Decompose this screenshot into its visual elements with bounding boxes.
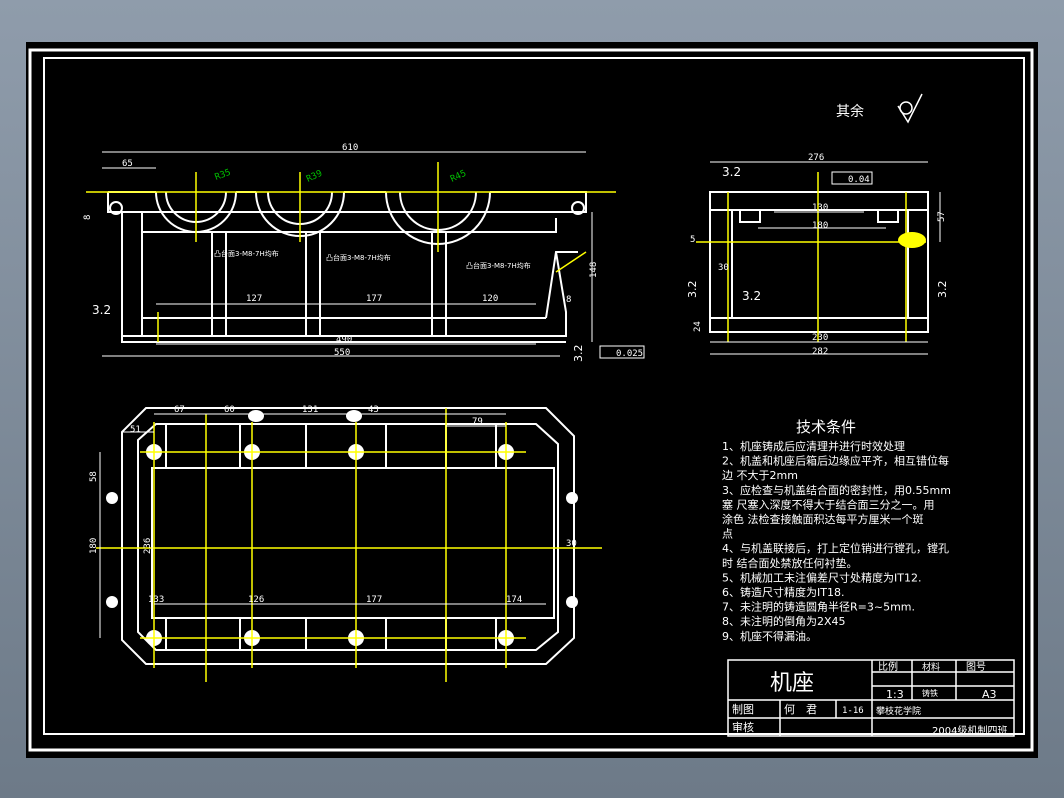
dim-span1: 127: [246, 294, 262, 304]
dim-side-bottom1: 230: [812, 333, 828, 343]
side-dim-lines: [710, 161, 941, 355]
cad-viewport[interactable]: 其余: [26, 42, 1038, 758]
material-label: 材料: [922, 661, 940, 673]
part-title: 机座: [770, 671, 814, 696]
roughness-side-4: 3.2: [936, 281, 949, 299]
dim-left-offset: 65: [122, 159, 133, 169]
drawn-by-name: 何 君: [784, 703, 817, 716]
reviewed-by-label: 审核: [732, 720, 754, 734]
note-boss-2: 凸台面3-M8-7H均布: [326, 253, 391, 262]
tech-condition-line: 边 不大于2mm: [722, 468, 798, 482]
drawing-no-label: 图号: [966, 661, 986, 673]
dim-overall-top: 610: [342, 143, 358, 153]
dim-height: 148: [589, 262, 599, 278]
material-value: 铸铁: [922, 688, 938, 698]
roughness-symbol-icon: [897, 93, 923, 124]
dim-side-base-h: 24: [693, 321, 703, 332]
tech-condition-line: 4、与机盖联接后，打上定位销进行镗孔，镗孔: [722, 541, 949, 555]
dim-top-d6: 51: [130, 425, 141, 435]
dim-top-b4: 174: [506, 595, 522, 605]
tech-condition-line: 7、未注明的铸造圆角半径R=3~5mm.: [722, 600, 915, 614]
tech-condition-line: 时 结合面处禁放任何衬垫。: [722, 556, 858, 570]
outer-border: [28, 48, 1034, 752]
tech-conditions-list: 1、机座铸成后应清理并进行时效处理2、机盖和机座后箱后边缘应平齐，相互错位每边 …: [722, 439, 951, 643]
roughness-side-1: 3.2: [722, 165, 741, 179]
dim-top-b1: 133: [148, 595, 164, 605]
side-view: [709, 191, 929, 333]
dim-bottom2: 550: [334, 348, 350, 358]
roughness-side-3: 3.2: [686, 281, 699, 299]
dim-side-flatness: 0.04: [848, 175, 870, 185]
tech-condition-line: 塞 尺塞入深度不得大于结合面三分之一。用: [722, 497, 935, 511]
class-label: 2004级机制四班: [932, 724, 1007, 737]
roughness-side-2: 3.2: [742, 289, 761, 303]
note-boss-1: 凸台面3-M8-7H均布: [214, 249, 279, 258]
roughness-front: 3.2: [92, 303, 111, 317]
dim-span3: 120: [482, 294, 498, 304]
roughness-note: 其余: [836, 103, 864, 120]
dim-top-h3: 236: [143, 538, 153, 554]
tech-condition-line: 2、机盖和机座后箱后边缘应平齐，相互错位每: [722, 454, 949, 468]
dim-top-r-side: 30: [566, 539, 577, 549]
dim-side-right-h: 57: [937, 211, 947, 222]
tech-condition-line: 点: [722, 528, 733, 541]
dim-top-d5: 79: [472, 417, 483, 427]
oil-sight-icon: [898, 232, 926, 248]
dim-top-h2: 180: [89, 538, 99, 554]
side-flatness-box: [831, 171, 873, 185]
front-dim-lines: [102, 151, 593, 357]
dim-left-h: 8: [83, 215, 93, 220]
tech-condition-line: 9、机座不得漏油。: [722, 629, 817, 643]
scale-value: 1:3: [886, 688, 904, 701]
tech-condition-line: 5、机械加工未注偏差尺寸处精度为IT12.: [722, 570, 921, 584]
tech-condition-line: 6、铸造尺寸精度为IT18.: [722, 585, 844, 599]
dim-side-top: 276: [808, 153, 824, 163]
front-view: [107, 191, 587, 343]
top-view-bolt-bosses: [106, 410, 578, 646]
tech-condition-line: 1、机座铸成后应清理并进行时效处理: [722, 439, 905, 453]
dim-top-d3: 131: [302, 405, 318, 415]
dim-top-d2: 60: [224, 405, 235, 415]
dim-right-small: 8: [566, 295, 571, 305]
dim-side-bottom2: 282: [812, 347, 828, 357]
top-dim-lines: [99, 413, 546, 638]
dim-top-b3: 177: [366, 595, 382, 605]
tech-conditions-title: 技术条件: [796, 418, 856, 436]
dim-top-h1: 58: [89, 471, 99, 482]
dim-side-inner2: 180: [812, 221, 828, 231]
scale-label: 比例: [878, 660, 898, 673]
dim-top-d1: 67: [174, 405, 185, 415]
drawn-by-label: 制图: [732, 703, 754, 716]
note-boss-3: 凸台面3-M8-7H均布: [466, 261, 531, 270]
tech-condition-line: 3、应检查与机盖结合面的密封性，用0.55mm: [722, 483, 951, 497]
drawing-canvas: 其余: [28, 48, 1034, 752]
dim-r3: R45: [449, 169, 468, 185]
inner-border: [43, 57, 1025, 735]
front-centerlines: [86, 162, 616, 342]
dim-top-d4: 43: [368, 405, 379, 415]
top-centerlines: [96, 408, 602, 682]
drawn-date: 1-16: [842, 706, 864, 716]
tech-condition-line: 8、未注明的倒角为2X45: [722, 614, 846, 628]
side-centerlines: [696, 172, 926, 342]
dim-r1: R35: [214, 168, 233, 183]
dim-side-left-mid: 30: [718, 263, 729, 273]
title-block: [727, 659, 1015, 737]
dim-top-b2: 126: [248, 595, 264, 605]
roughness-front-2: 3.2: [572, 345, 585, 363]
tech-condition-line: 涂色 法检查接触面积达每平方厘米一个斑: [722, 512, 924, 526]
dim-span2: 177: [366, 294, 382, 304]
dim-side-left-small: 5: [690, 235, 695, 245]
dim-r2: R39: [305, 169, 324, 185]
drawing-no-value: A3: [982, 688, 997, 701]
flatness-box: [599, 345, 645, 359]
dim-bottom1: 490: [336, 335, 352, 345]
school-name: 攀枝花学院: [876, 705, 921, 717]
dim-flatness: 0.025: [616, 349, 643, 359]
dim-side-inner1: 130: [812, 203, 828, 213]
